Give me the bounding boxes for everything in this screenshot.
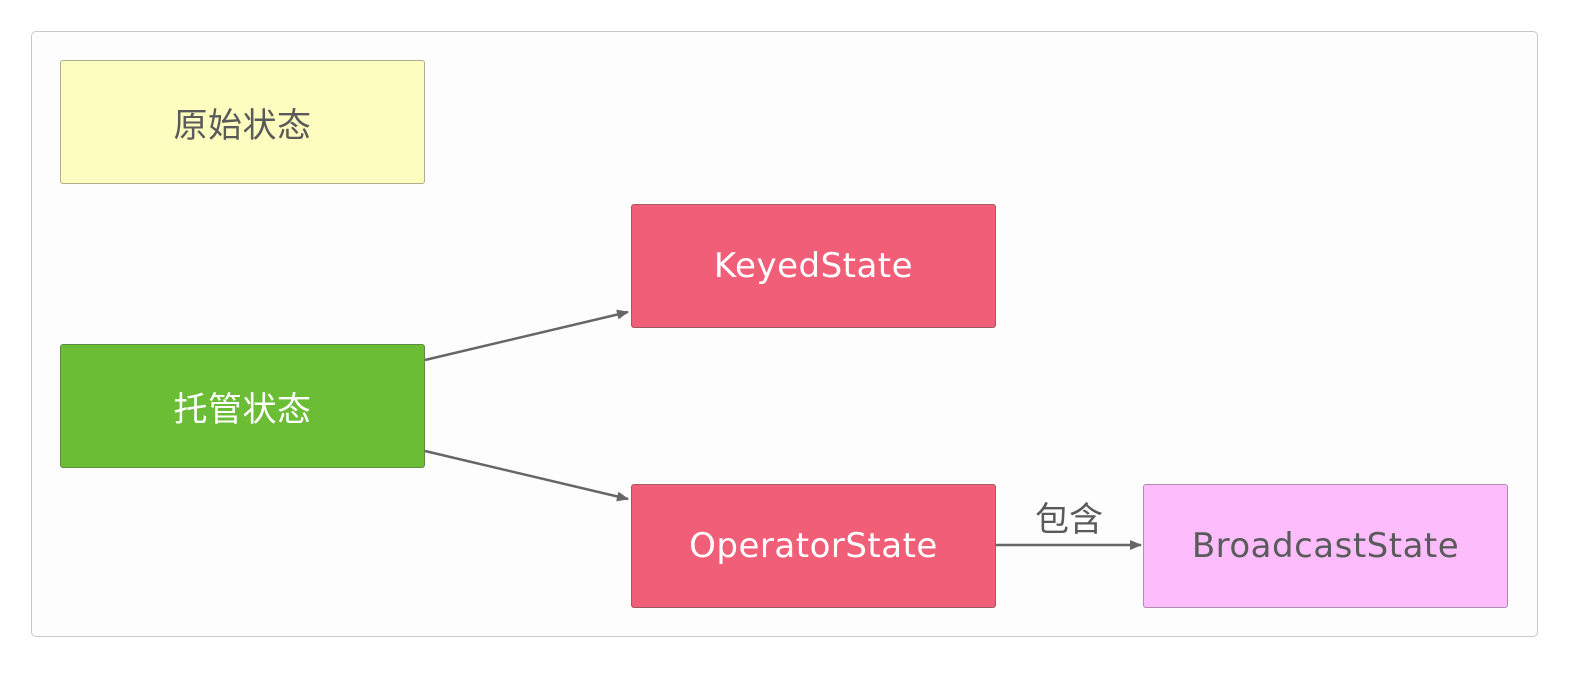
node-raw-state-label: 原始状态 [173,105,312,146]
node-broadcast-state: BroadcastState [1143,484,1508,608]
node-raw-state: 原始状态 [60,60,425,184]
node-keyed-state: KeyedState [631,204,996,328]
node-broadcast-state-label: BroadcastState [1191,526,1460,566]
node-managed-state-label: 托管状态 [173,389,312,430]
node-managed-state: 托管状态 [60,344,425,468]
node-operator-state: OperatorState [631,484,996,608]
edge-label-contains: 包含 [1035,500,1103,540]
edge-managed-to-keyed [424,309,629,362]
node-operator-state-label: OperatorState [689,526,938,566]
edge-managed-to-operator [424,449,629,502]
node-keyed-state-label: KeyedState [713,246,914,286]
